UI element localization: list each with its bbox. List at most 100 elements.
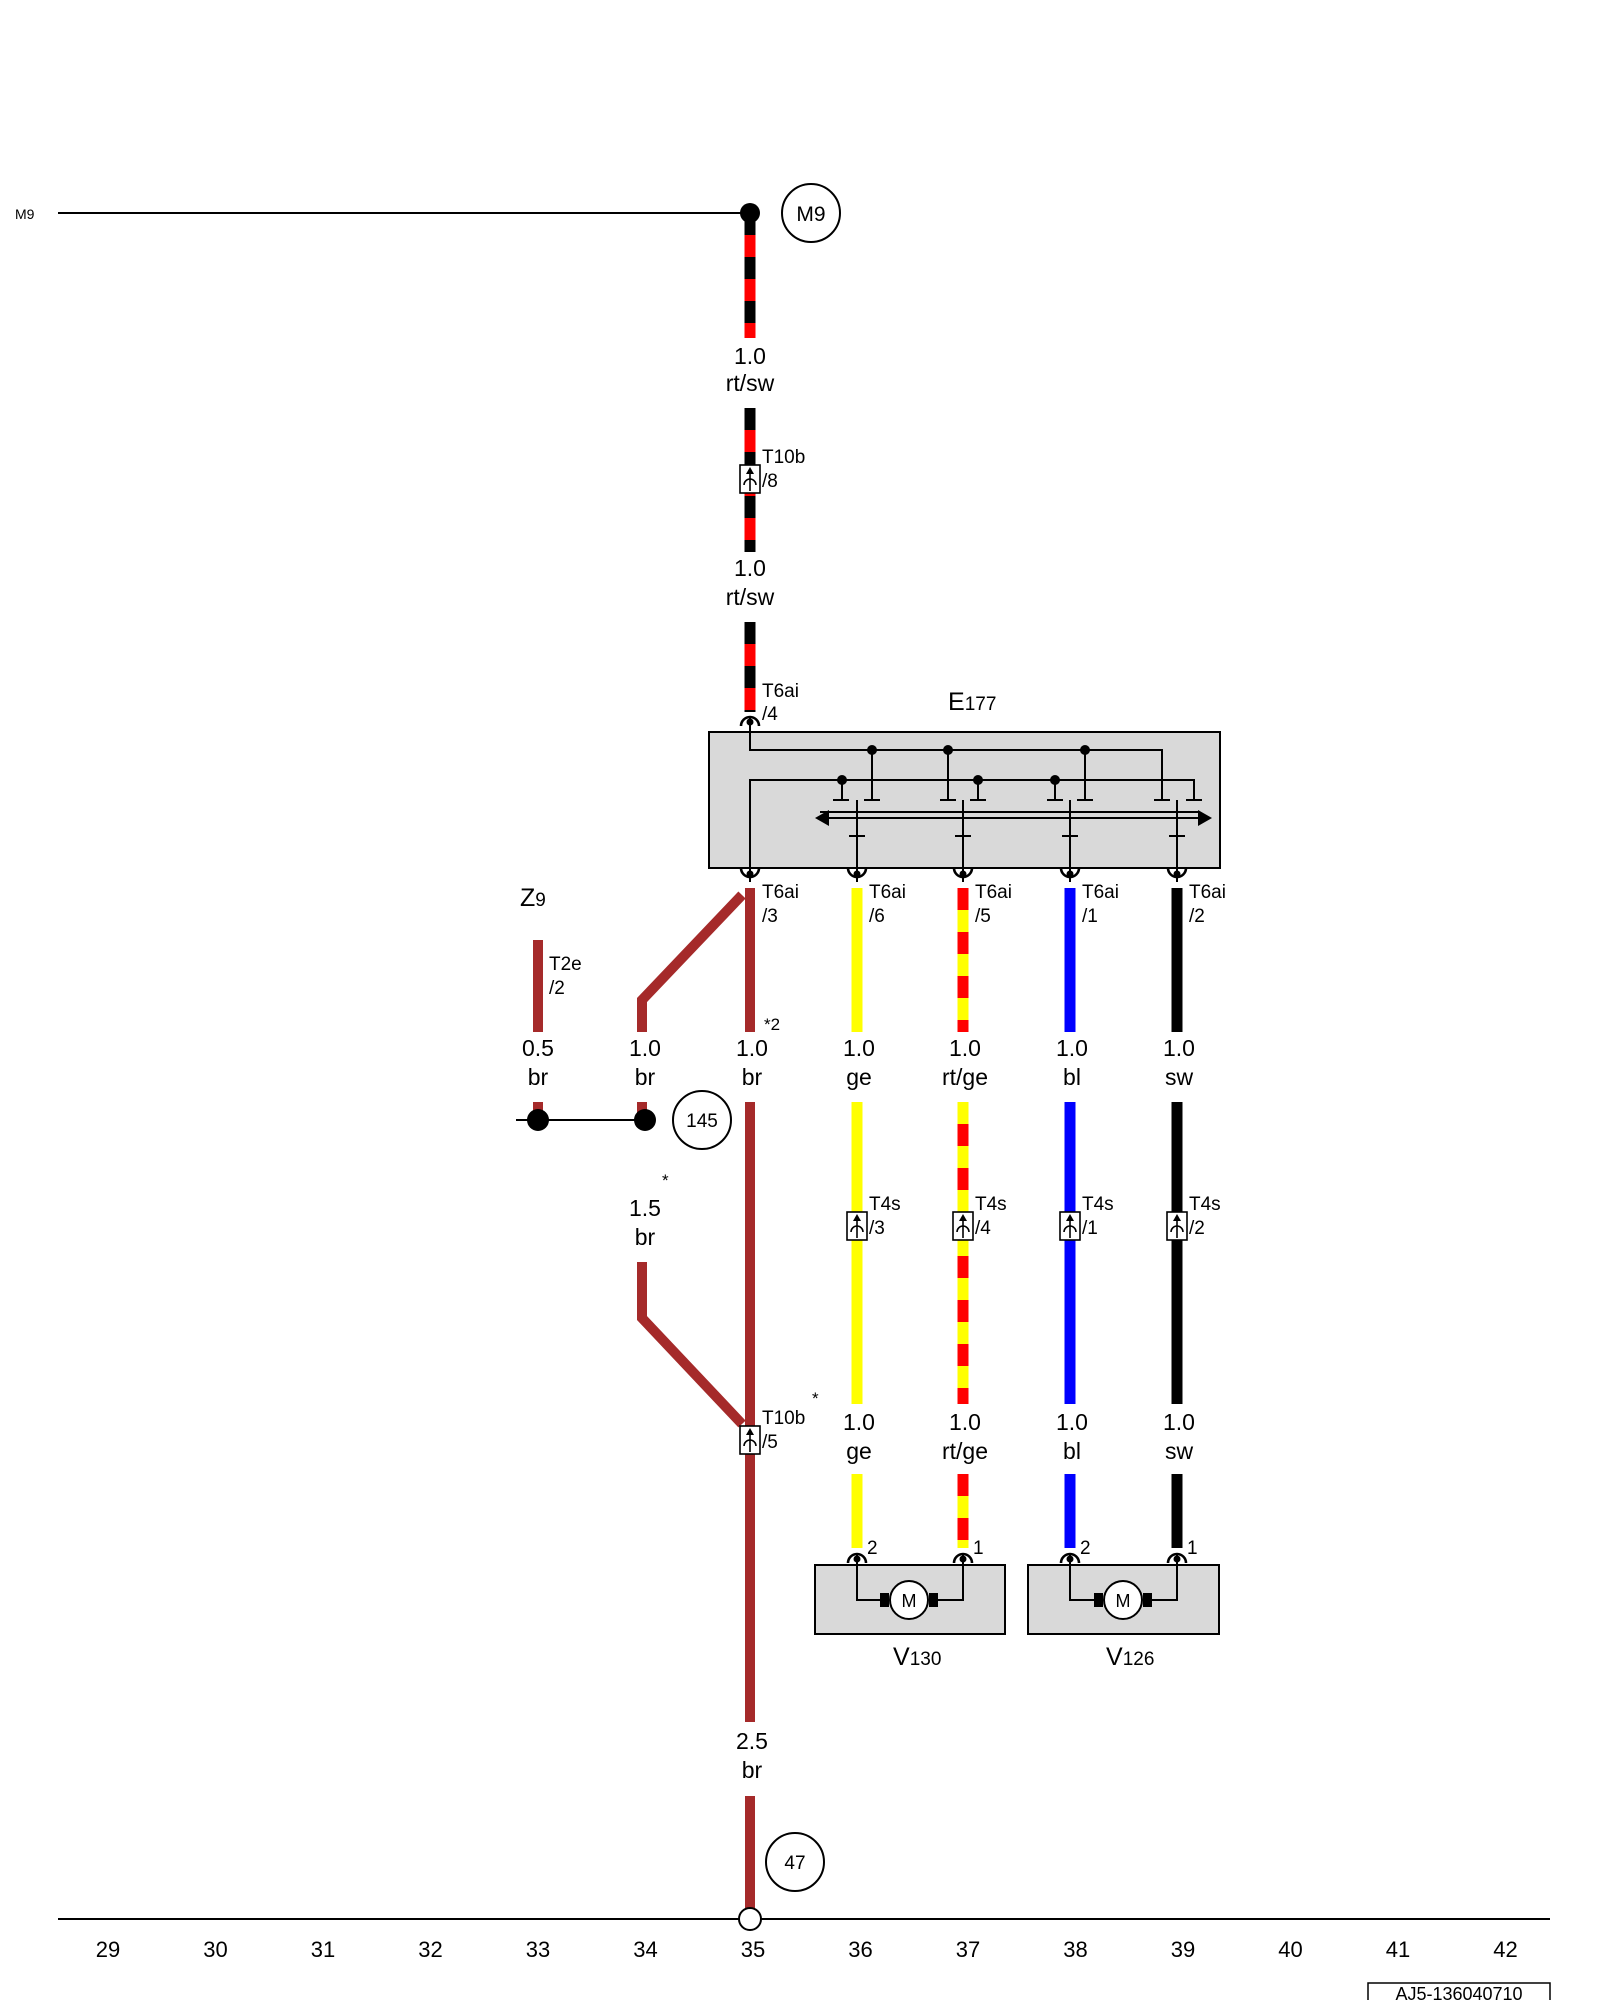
ref-label-145: 145	[686, 1111, 718, 1132]
pin-cup-t6ai-1[interactable]	[1059, 867, 1081, 882]
connector-pin-t6ai-3: /3	[762, 906, 778, 927]
motor-glyph-v130: M	[902, 1591, 917, 1611]
component-label-z9: Z9	[520, 884, 546, 912]
connector-name-t4s-1: T4s	[1082, 1194, 1114, 1215]
wire-color-34a: br	[635, 1064, 656, 1090]
connector-arrowhead	[853, 1214, 861, 1221]
connector-arrowhead	[1066, 1214, 1074, 1221]
connector-pin-t6ai-1: /1	[1082, 906, 1098, 927]
connector-name-t10b-8: T10b	[762, 447, 805, 468]
switch-junction-dots	[837, 745, 1090, 785]
wire-color-38b: bl	[1063, 1438, 1081, 1464]
footnote-star-a: *	[662, 1171, 669, 1190]
grid-number: 32	[418, 1937, 442, 1962]
connector-pin-t6ai-2: /2	[1189, 906, 1205, 927]
wire-seg-34-upper	[637, 891, 746, 1032]
wire-size-m9-2: 1.0	[734, 555, 766, 581]
wire-size-36b: 1.0	[843, 1409, 875, 1435]
grid-number: 40	[1278, 1937, 1302, 1962]
connector-arrowhead	[746, 1428, 754, 1435]
wire-size-35b: 2.5	[736, 1728, 768, 1754]
connector-name-t6ai-5: T6ai	[975, 882, 1012, 903]
pin-cup-t6ai-5[interactable]	[952, 867, 974, 882]
component-number-v126: 126	[1123, 1649, 1155, 1670]
pin-cup-t6ai-6[interactable]	[846, 867, 868, 882]
switch-arrow-right	[1198, 810, 1212, 826]
grid-number: 39	[1171, 1937, 1195, 1962]
grid-number: 31	[311, 1937, 335, 1962]
wire-color-34b: br	[635, 1224, 656, 1250]
pin-cup-v130-2[interactable]	[846, 1552, 868, 1569]
grid-number: 36	[848, 1937, 872, 1962]
wire-base	[637, 1262, 746, 1428]
wire-color-z9: br	[528, 1064, 549, 1090]
wire-size-m9-1: 1.0	[734, 343, 766, 369]
pin-cup-t6ai-3[interactable]	[739, 867, 761, 882]
connector-name-t6ai-6: T6ai	[869, 882, 906, 903]
inline-connector-t4s-4[interactable]	[952, 1211, 974, 1241]
inline-connector-t4s-3[interactable]	[846, 1211, 868, 1241]
connector-name-t10b-5: T10b	[762, 1408, 805, 1429]
wire-size-35a: 1.0	[736, 1035, 768, 1061]
footnote-star2: *2	[764, 1015, 780, 1034]
inline-connector-t4s-2[interactable]	[1166, 1211, 1188, 1241]
wire-seg-34-bottom	[637, 1262, 746, 1428]
connector-name-t6ai-2: T6ai	[1189, 882, 1226, 903]
connector-name-t4s-2: T4s	[1189, 1194, 1221, 1215]
connector-name-t2e-2: T2e	[549, 954, 582, 975]
grid-number: 37	[956, 1937, 980, 1962]
wire-color-37a: rt/ge	[942, 1064, 988, 1090]
wire-color-m9-1: rt/sw	[726, 370, 775, 396]
pin-cup-t6ai-4[interactable]	[739, 715, 761, 732]
grid-number: 33	[526, 1937, 550, 1962]
component-box-e177[interactable]	[708, 731, 1221, 869]
switch-arrow-left	[815, 810, 829, 826]
connector-pin-t4s-4: /4	[975, 1218, 991, 1239]
wire-size-37a: 1.0	[949, 1035, 981, 1061]
pin-cup-t6ai-2[interactable]	[1166, 867, 1188, 882]
motor-pin-v130-b: 1	[973, 1538, 984, 1559]
grid-number: 30	[203, 1937, 227, 1962]
wire-size-34a: 1.0	[629, 1035, 661, 1061]
ground-junction-open	[738, 1907, 762, 1931]
wire-size-38b: 1.0	[1056, 1409, 1088, 1435]
doc-id-box	[1367, 1982, 1551, 2000]
wire-color-37b: rt/ge	[942, 1438, 988, 1464]
grid-number: 38	[1063, 1937, 1087, 1962]
switch-internals-e177	[749, 718, 1202, 868]
wire-color-35a: br	[742, 1064, 763, 1090]
motor-symbol-v126	[1069, 1565, 1178, 1620]
inline-connector-t4s-1[interactable]	[1059, 1211, 1081, 1241]
connector-arrowhead	[746, 467, 754, 474]
component-number-v130: 130	[910, 1649, 942, 1670]
component-letter-v126: V	[1106, 1643, 1123, 1671]
connector-pin-t6ai-5: /5	[975, 906, 991, 927]
component-label-v130: V130	[893, 1643, 941, 1671]
wire-size-36a: 1.0	[843, 1035, 875, 1061]
wire-color-m9-2: rt/sw	[726, 584, 775, 610]
ref-circle-m9[interactable]	[781, 183, 841, 243]
motor-pin-v130-a: 2	[867, 1538, 878, 1559]
wire-color-39b: sw	[1165, 1438, 1194, 1464]
wire-color-36b: ge	[846, 1438, 872, 1464]
inline-connector-t10b-5[interactable]	[739, 1425, 761, 1455]
motor-brush-v126-right	[1143, 1593, 1152, 1607]
motor-brush-v130-right	[929, 1593, 938, 1607]
ref-label-47: 47	[784, 1853, 805, 1874]
connector-pin-t6ai-4: /4	[762, 704, 778, 725]
doc-id-text: AJ5-136040710	[1395, 1984, 1522, 2000]
motor-glyph-v126: M	[1116, 1591, 1131, 1611]
connector-name-t4s-3: T4s	[869, 1194, 901, 1215]
connector-pin-t4s-1: /1	[1082, 1218, 1098, 1239]
component-number-z9: 9	[535, 890, 546, 911]
motor-pin-v126-b: 1	[1187, 1538, 1198, 1559]
wire-color-39a: sw	[1165, 1064, 1194, 1090]
footnote-star-b: *	[812, 1389, 819, 1408]
ref-circle-145[interactable]	[672, 1090, 732, 1150]
inline-connector-t10b-8[interactable]	[739, 464, 761, 494]
ref-circle-47[interactable]	[765, 1832, 825, 1892]
connector-name-t6ai-4: T6ai	[762, 681, 799, 702]
connector-pin-t4s-3: /3	[869, 1218, 885, 1239]
pin-cup-v130-1[interactable]	[952, 1552, 974, 1569]
